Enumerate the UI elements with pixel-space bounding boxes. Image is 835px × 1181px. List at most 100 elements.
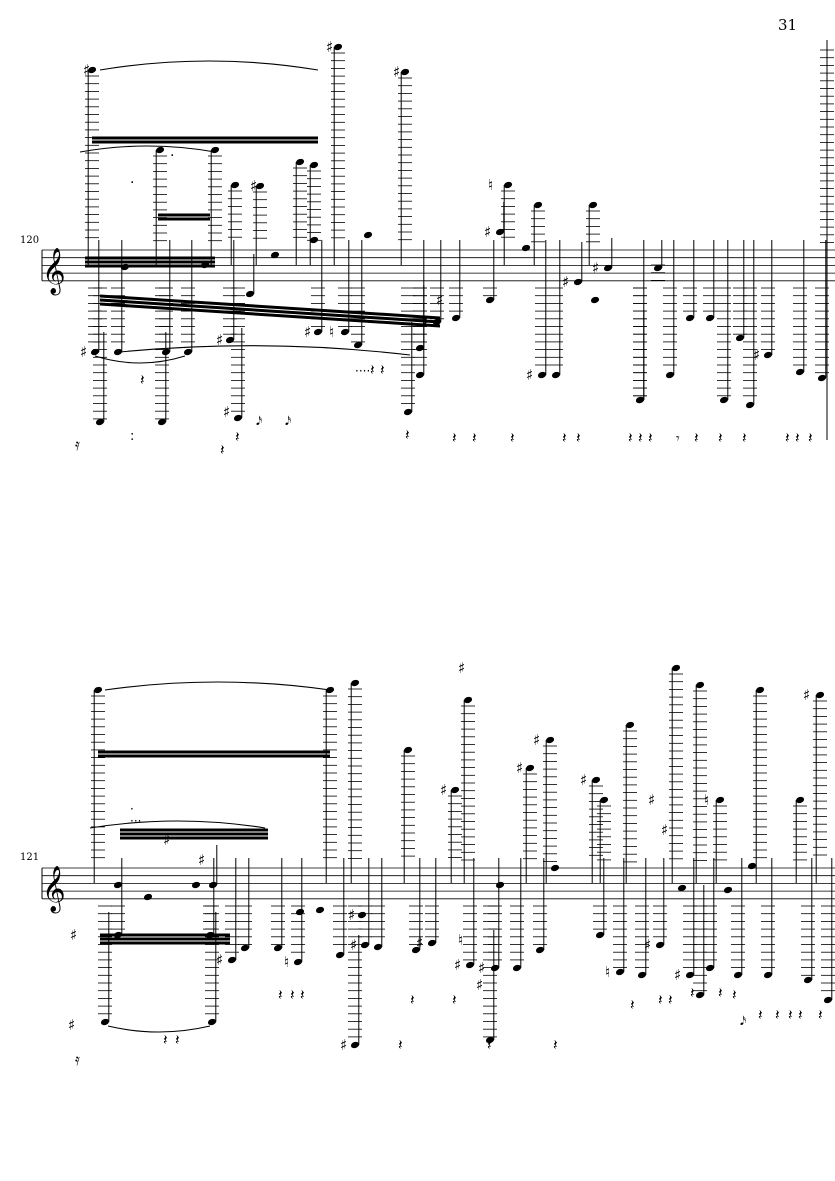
sharp-sign: ♯ <box>216 331 223 349</box>
rest-symbol: 𝄽 <box>648 429 653 447</box>
rest-symbol: 𝄽 <box>718 429 723 447</box>
sharp-sign: ♯ <box>304 323 311 341</box>
sharp-sign: ♯ <box>80 343 87 361</box>
bass-note <box>157 418 167 426</box>
dot-marker: : <box>130 429 134 444</box>
staff-note <box>573 278 583 286</box>
rest-symbol: 𝄽 <box>718 984 723 1002</box>
low-voice-note <box>705 314 715 322</box>
high-voice-note <box>400 68 410 76</box>
staff-note <box>495 228 505 236</box>
natural-sign: ♮ <box>458 931 463 949</box>
staff-note <box>363 231 373 239</box>
high-voice-note <box>795 796 805 804</box>
bass-note <box>207 1018 217 1026</box>
staff-note <box>521 244 531 252</box>
low-voice-note <box>595 931 605 939</box>
bass-note <box>635 396 645 404</box>
beam <box>99 294 441 320</box>
bass-note <box>95 418 105 426</box>
low-voice-note <box>113 348 123 356</box>
natural-sign: ♮ <box>284 953 289 971</box>
sharp-sign: ♯ <box>340 1036 347 1054</box>
rest-symbol: 𝄽 <box>788 1006 793 1024</box>
sharp-sign: ♯ <box>458 659 465 677</box>
rest-symbol: 𝄽 <box>380 361 385 379</box>
low-voice-note <box>685 314 695 322</box>
dot-marker: ··· <box>130 814 141 828</box>
rest-symbol: 𝄽 <box>452 429 457 447</box>
low-voice-note <box>763 351 773 359</box>
beam <box>99 298 441 324</box>
sharp-sign: ♯ <box>68 1016 75 1034</box>
sharp-sign: ♯ <box>216 951 223 969</box>
low-voice-note <box>485 296 495 304</box>
sharp-sign: ♯ <box>580 771 587 789</box>
low-voice-note <box>763 971 773 979</box>
sharp-sign: ♯ <box>83 61 90 79</box>
sharp-sign: ♯ <box>674 966 681 984</box>
high-voice-note <box>671 664 681 672</box>
sharp-sign: ♯ <box>350 936 357 954</box>
low-voice-note <box>411 946 421 954</box>
sharp-sign: ♯ <box>648 791 655 809</box>
sharp-sign: ♯ <box>803 686 810 704</box>
bass-note <box>350 1041 360 1049</box>
natural-sign: ♮ <box>704 791 709 809</box>
natural-sign: ♮ <box>488 176 493 194</box>
sharp-sign: ♯ <box>476 976 483 994</box>
low-voice-note <box>360 941 370 949</box>
rest-symbol: 𝄽 <box>628 429 633 447</box>
high-voice-note <box>309 161 319 169</box>
staff-note <box>590 296 600 304</box>
low-voice-note <box>335 951 345 959</box>
rest-cluster-symbol: 𝄿 <box>75 435 80 454</box>
low-voice-note <box>823 996 833 1004</box>
staff-note <box>208 881 218 889</box>
rest-symbol: 𝄽 <box>410 991 415 1009</box>
rest-symbol: 𝄽 <box>472 429 477 447</box>
natural-sign: ♮ <box>605 963 610 981</box>
sharp-sign: ♯ <box>393 63 400 81</box>
sharp-sign: ♯ <box>592 259 599 277</box>
sharp-sign: ♯ <box>436 291 443 309</box>
low-voice-note <box>293 958 303 966</box>
rest-symbol: 𝄽 <box>742 429 747 447</box>
system-2: 𝄞♯♯♯♯♯♯♮♯♯····♯♯♯♯♯♯♯♯♯♯♮♮♮♯♯♯♯𝄿𝄽𝄽𝄽𝄽𝄽𝄽𝄽𝄽… <box>41 659 835 1069</box>
staff-note <box>270 251 280 259</box>
staff-note <box>747 862 757 870</box>
high-voice-note <box>93 686 103 694</box>
rest-symbol: 𝄽 <box>818 1006 823 1024</box>
low-voice-note <box>537 371 547 379</box>
sharp-sign: ♯ <box>70 926 77 944</box>
high-voice-note <box>230 181 240 189</box>
staff-note <box>120 263 130 271</box>
staff-note <box>295 908 305 916</box>
staff-note <box>309 236 319 244</box>
high-voice-note <box>295 158 305 166</box>
low-voice-note <box>451 314 461 322</box>
rest-symbol: 𝄽 <box>405 426 410 444</box>
staff-note <box>191 881 201 889</box>
rest-symbol: 𝄽 <box>694 429 699 447</box>
eighth-rest-symbol: 𝄾 <box>676 431 680 447</box>
bass-note <box>485 1036 495 1044</box>
low-voice-note <box>240 944 250 952</box>
rest-symbol: 𝄽 <box>398 1036 403 1054</box>
rest-symbol: 𝄽 <box>808 429 813 447</box>
slur <box>89 820 266 829</box>
page-number: 31 <box>778 16 798 34</box>
rest-symbol: 𝄽 <box>452 991 457 1009</box>
slur <box>119 345 411 356</box>
low-voice-note <box>490 964 500 972</box>
high-voice-note <box>695 681 705 689</box>
bass-note <box>233 414 243 422</box>
low-voice-note <box>735 334 745 342</box>
rest-symbol: 𝄽 <box>562 429 567 447</box>
high-voice-note <box>333 43 343 51</box>
staff-note <box>113 881 123 889</box>
dot-marker: · <box>170 148 174 164</box>
low-voice-note <box>705 964 715 972</box>
rest-symbol: 𝄽 <box>785 429 790 447</box>
high-voice-note <box>450 786 460 794</box>
